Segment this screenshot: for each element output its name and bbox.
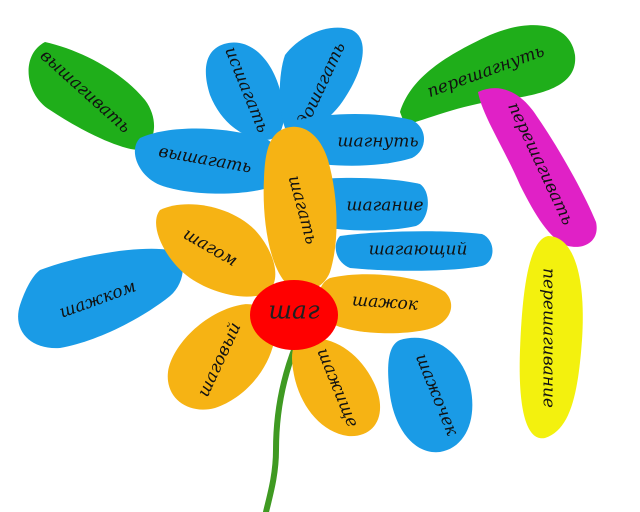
word-shagayushchiy: шагающий — [369, 240, 468, 260]
petal-shazhochek: шажочек — [388, 337, 473, 453]
flower-center: шаг — [250, 280, 338, 350]
word-shaganie: шагание — [346, 196, 423, 216]
flower-stem — [263, 342, 299, 512]
petal-pereshagivanie: перешагивание — [519, 236, 583, 439]
petal-shagat: шагать — [263, 126, 337, 291]
petal-shazhkom: шажком — [18, 248, 183, 349]
petal-shazhok: шажок — [318, 274, 452, 334]
petal-vyshagivat: вышагивать — [28, 42, 155, 150]
petal-shagovy: шаговый — [167, 304, 275, 410]
petal-ishagat: исшагать — [205, 42, 285, 141]
petal-vyshagat: вышагать — [134, 128, 281, 194]
petal-shagom: шагом — [156, 204, 276, 297]
petal-pereshagivat: перешагивать — [478, 88, 597, 247]
petal-shazhishche: шажище — [292, 338, 381, 437]
word-pereshagivanie: перешагивание — [539, 268, 559, 408]
core-word: шаг — [268, 296, 320, 325]
word-shagnut: шагнуть — [337, 132, 418, 152]
petal-doshagat: дошагать — [279, 27, 363, 133]
petal-shagayushchiy: шагающий — [335, 231, 493, 271]
word-shazhok: шажок — [351, 290, 419, 315]
